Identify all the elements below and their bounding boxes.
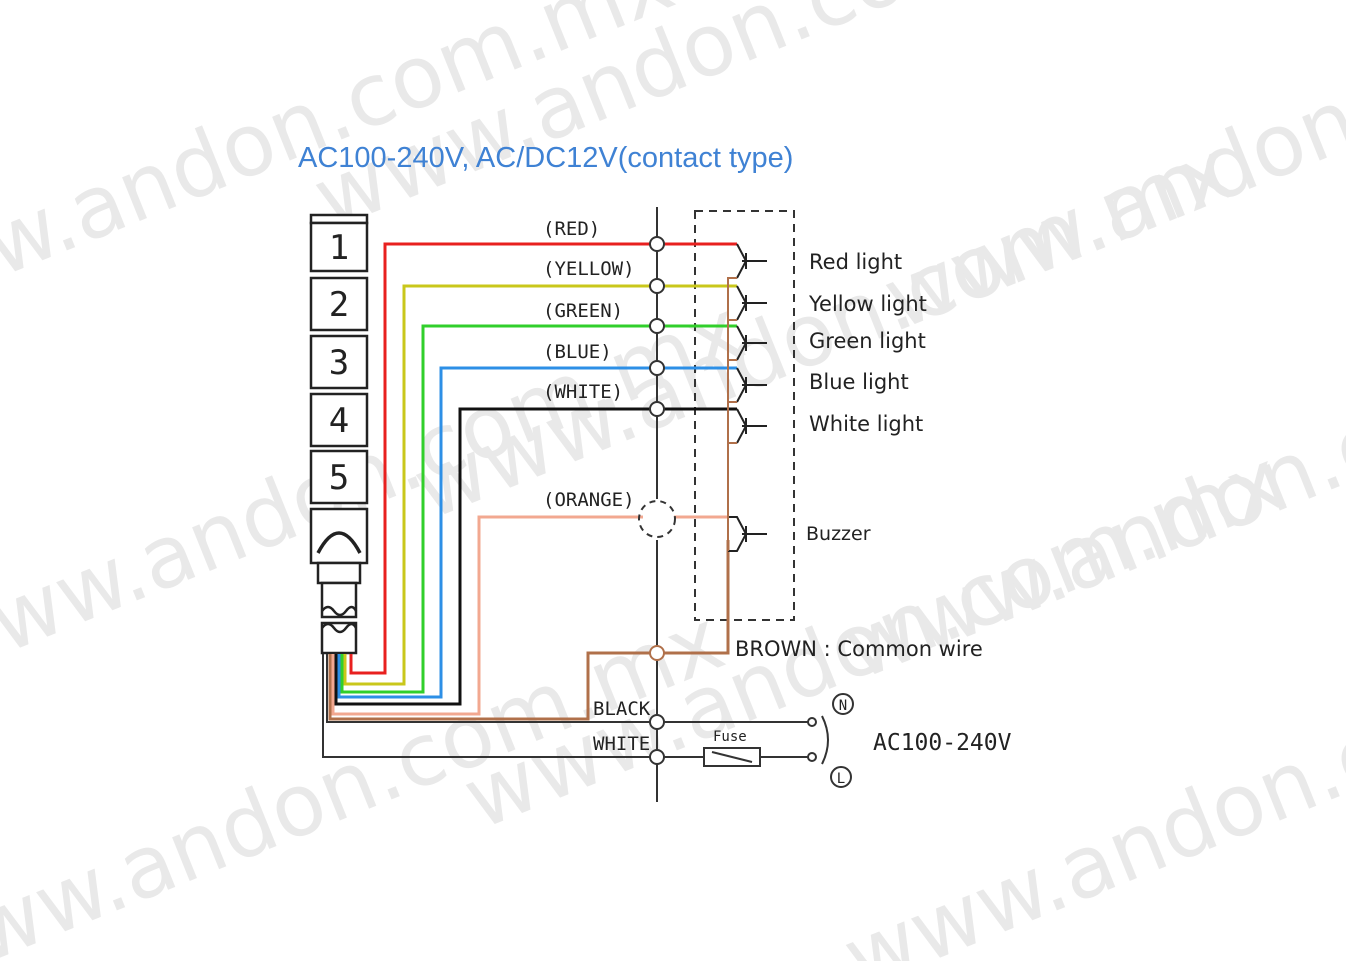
signal-wires <box>328 242 737 721</box>
output-label-white: White light <box>809 412 923 436</box>
l-circle-icon <box>830 766 852 788</box>
tower-tier <box>309 334 369 390</box>
bus-nodes <box>638 236 676 765</box>
relay-contact <box>736 325 767 361</box>
l-label: L <box>837 771 845 787</box>
wire-blue <box>337 366 737 699</box>
terminal-l <box>807 752 817 762</box>
buzzer-dome-icon <box>316 531 362 554</box>
white-wire-label: WHITE <box>593 733 650 755</box>
wire-yellow <box>343 284 737 686</box>
signal-tower <box>309 213 369 655</box>
tower-tier <box>309 449 369 505</box>
output-label-blue: Blue light <box>809 370 909 394</box>
tower-tier <box>309 392 369 448</box>
wire-green <box>340 324 737 694</box>
output-labels: Red light Yellow light Green light Blue … <box>806 250 927 545</box>
supply-bracket <box>821 715 829 765</box>
tier-number: 2 <box>329 285 349 325</box>
terminal-n <box>807 717 817 727</box>
tier-number: 4 <box>329 401 349 441</box>
supply-voltage-label: AC100-240V <box>873 730 1012 756</box>
wire-label-orange: (ORANGE) <box>543 489 635 511</box>
output-label-green: Green light <box>809 329 926 353</box>
bus-node <box>649 360 665 376</box>
tower-numbers: 1 2 3 4 5 <box>329 228 349 498</box>
bus-node <box>649 318 665 334</box>
bus-node <box>649 401 665 417</box>
relay-contacts <box>728 243 767 552</box>
n-label: N <box>839 698 847 714</box>
bus-node-white <box>649 749 665 765</box>
n-circle-icon <box>832 693 854 715</box>
tower-pole-upper <box>320 581 358 619</box>
relay-contact <box>736 243 767 279</box>
tower-pole-lower <box>320 621 358 655</box>
relay-contact <box>736 408 767 444</box>
bus-node-common <box>649 645 665 661</box>
wire-brown <box>328 540 730 721</box>
bus-node-black <box>649 714 665 730</box>
wire-labels: (RED) (YELLOW) (GREEN) (BLUE) (WHITE) (O… <box>543 218 635 511</box>
wire-white <box>334 407 737 706</box>
wire-white-supply <box>322 654 704 758</box>
wire-label-white: (WHITE) <box>543 381 623 403</box>
relay-contact-buzzer <box>728 516 767 552</box>
common-wire-label: BROWN : Common wire <box>735 637 983 661</box>
wire-label-yellow: (YELLOW) <box>543 258 635 280</box>
output-label-red: Red light <box>809 250 902 274</box>
fuse-label: Fuse <box>713 729 747 745</box>
tower-tier <box>309 221 369 273</box>
tower-tier <box>309 276 369 332</box>
bus-node <box>649 236 665 252</box>
wire-orange <box>331 515 643 716</box>
wire-label-blue: (BLUE) <box>543 341 612 363</box>
optional-buzzer-node <box>638 500 676 538</box>
tower-buzzer-tier <box>309 507 369 565</box>
contact-common-line <box>727 277 737 551</box>
tier-number: 1 <box>329 228 349 268</box>
wire-red <box>349 242 737 675</box>
tower-base <box>316 561 362 585</box>
tier-number: 5 <box>329 458 349 498</box>
pole-break-icon <box>321 605 358 617</box>
page-title: AC100-240V, AC/DC12V(contact type) <box>298 142 794 174</box>
wire-label-red: (RED) <box>543 218 600 240</box>
wire-label-green: (GREEN) <box>543 300 623 322</box>
output-label-buzzer: Buzzer <box>806 523 871 545</box>
relay-contact <box>736 285 767 321</box>
tier-number: 3 <box>329 343 349 383</box>
black-wire-label: BLACK <box>593 698 651 720</box>
relay-contact <box>736 367 767 403</box>
fuse-element <box>711 751 753 763</box>
bus-node <box>649 278 665 294</box>
pole-break-icon <box>321 622 358 634</box>
output-label-yellow: Yellow light <box>808 292 927 316</box>
relay-box <box>694 210 795 621</box>
